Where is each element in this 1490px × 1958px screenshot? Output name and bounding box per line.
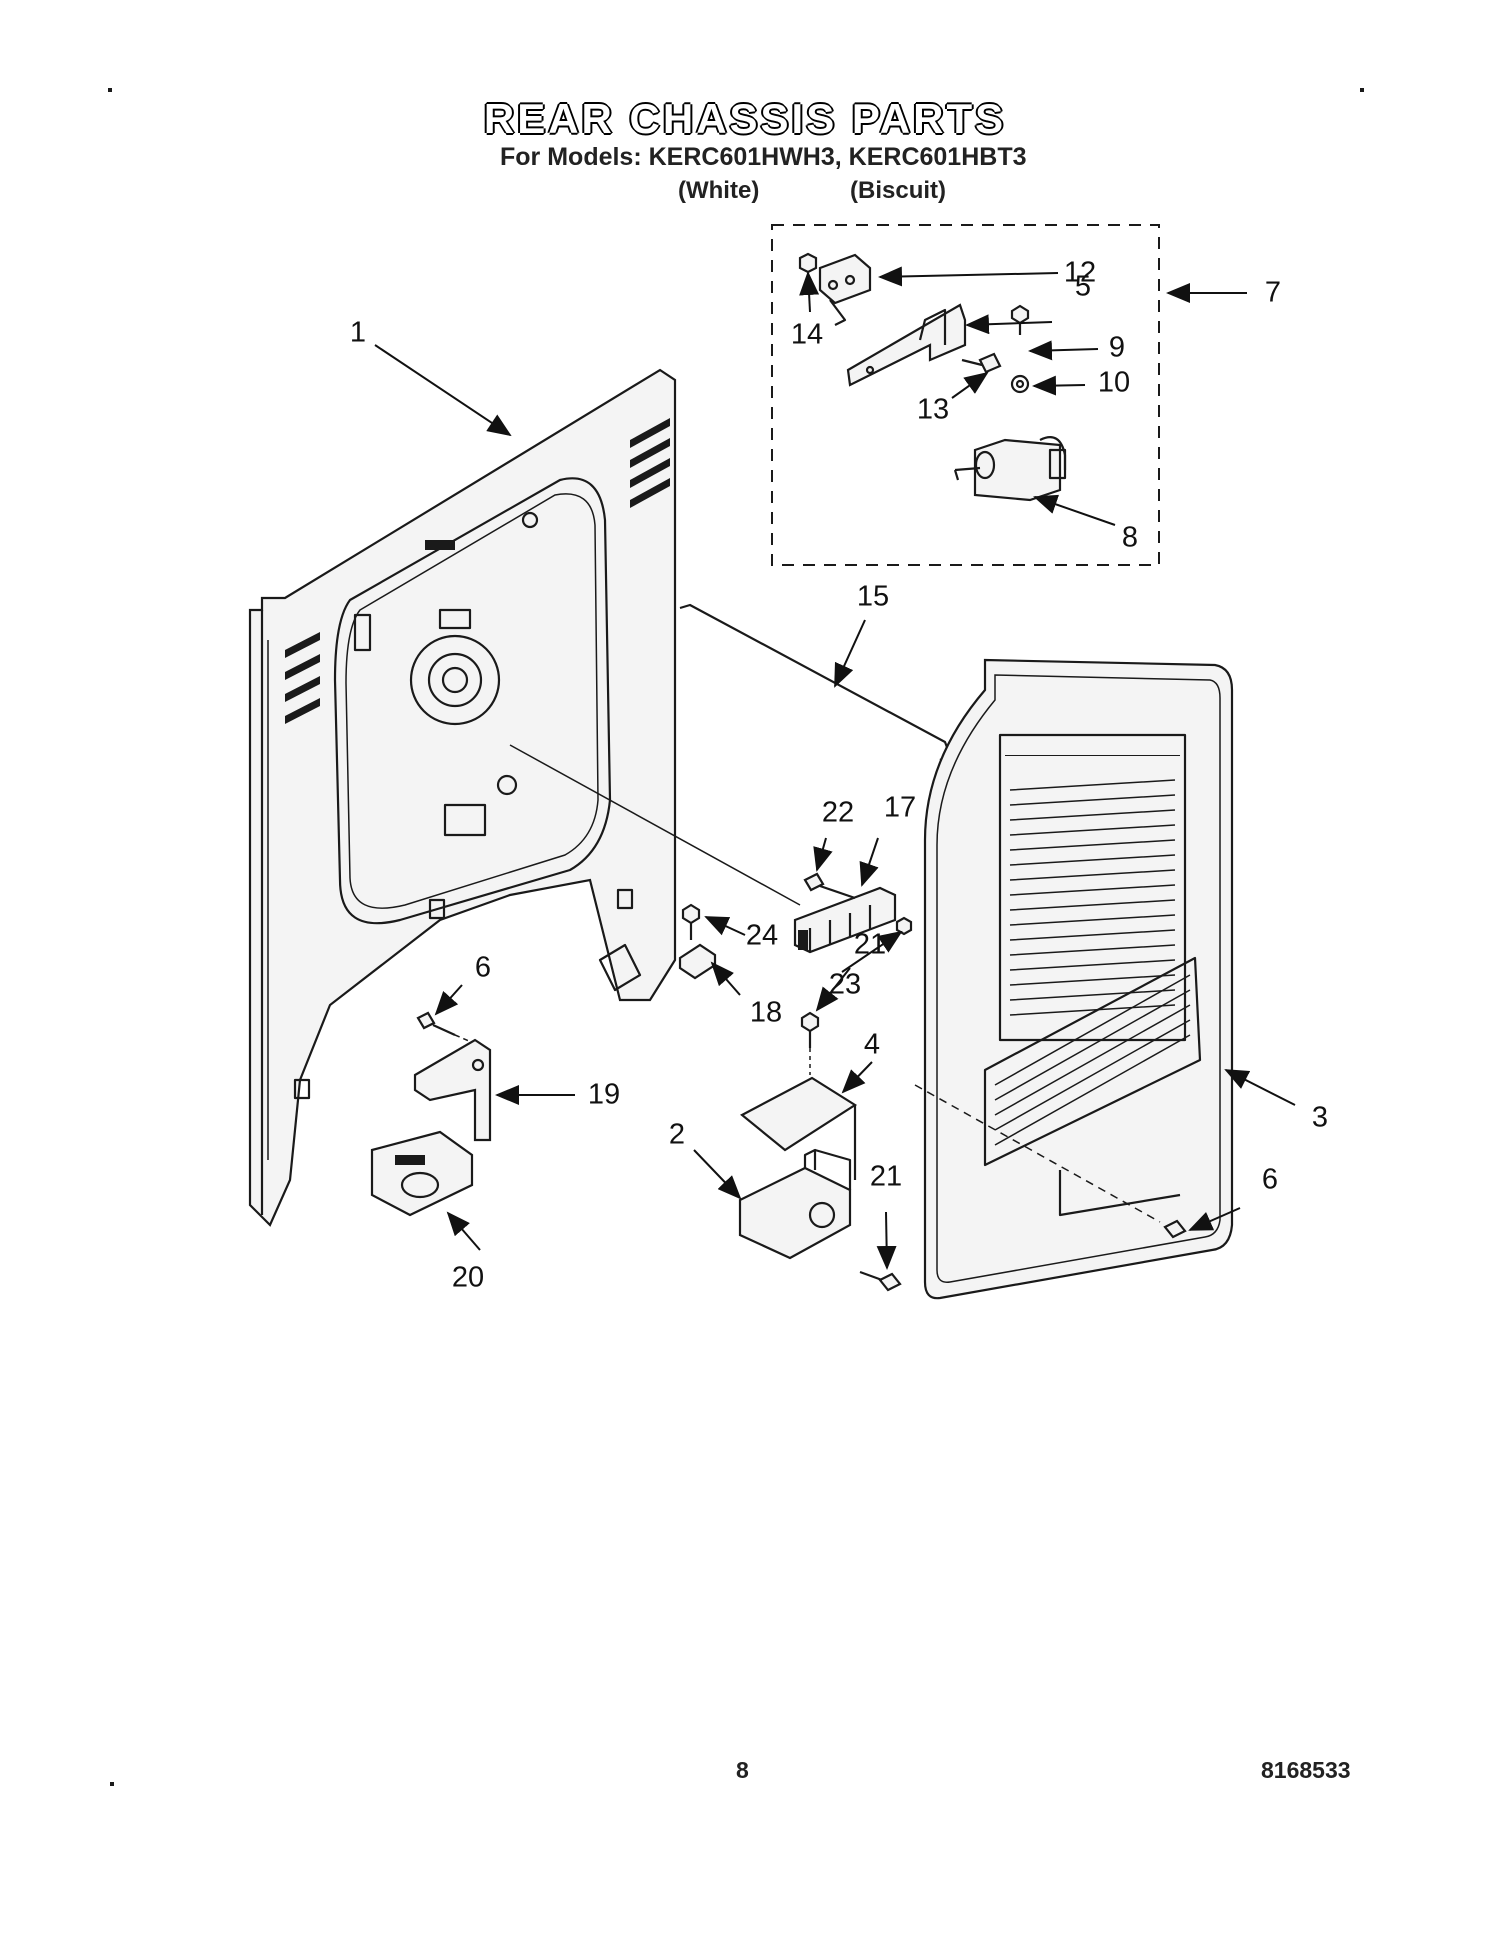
- part-15-rod: [679, 603, 952, 761]
- part-12-switch: [818, 253, 872, 326]
- callout-6-left: 6: [474, 951, 492, 984]
- part-14-nut: [798, 252, 818, 274]
- part-21-screw-lower: [859, 1270, 902, 1292]
- assembly-7-box: [771, 224, 1160, 566]
- part-9-screw: [1010, 304, 1030, 335]
- part-6-screw-right: [914, 1084, 1187, 1239]
- part-18-clip: [678, 943, 717, 980]
- callout-22: 22: [821, 796, 855, 829]
- callout-21-lower: 21: [869, 1160, 903, 1193]
- callout-10: 10: [1097, 366, 1131, 399]
- scan-specks: [108, 88, 1364, 1786]
- models-line: For Models: KERC601HWH3, KERC601HBT3: [500, 143, 1027, 171]
- callout-1: 1: [349, 316, 367, 349]
- part-24-screw: [681, 903, 701, 940]
- color-white-label: (White): [678, 177, 760, 204]
- callout-9: 9: [1108, 331, 1126, 364]
- part-1-rear-panel: [248, 368, 801, 1227]
- callout-20: 20: [451, 1261, 485, 1294]
- page-title: REAR CHASSIS PARTS: [483, 95, 1007, 142]
- part-2-box-bracket: [738, 1148, 852, 1260]
- callout-24: 24: [745, 919, 779, 952]
- part-23-nut: [895, 916, 913, 936]
- document-number: 8168533: [1261, 1757, 1351, 1783]
- callout-14: 14: [790, 318, 824, 351]
- color-biscuit-label: (Biscuit): [850, 177, 946, 204]
- part-13-screw: [961, 352, 1002, 374]
- part-21-screw-upper: [800, 1011, 820, 1075]
- callout-6-right: 6: [1261, 1163, 1279, 1196]
- callout-13: 13: [916, 393, 950, 426]
- part-3-back-cover: [923, 658, 1234, 1300]
- callout-17: 17: [883, 791, 917, 824]
- callout-23: 23: [828, 968, 862, 1001]
- part-22-screw: [803, 872, 856, 900]
- part-5-bracket: [846, 303, 967, 387]
- part-10-washer: [1010, 374, 1030, 394]
- callout-8: 8: [1121, 521, 1139, 554]
- part-20-cover: [370, 1130, 474, 1217]
- vent-grille-lower: [994, 974, 1191, 1146]
- callout-4: 4: [863, 1028, 881, 1061]
- callout-3: 3: [1311, 1101, 1329, 1134]
- page-number: 8: [736, 1757, 749, 1783]
- callout-5: 5: [1074, 270, 1092, 303]
- callout-12: 12: [1063, 256, 1097, 289]
- part-8-solenoid: [953, 436, 1067, 502]
- callout-19: 19: [587, 1078, 621, 1111]
- part-4-plate: [740, 1076, 858, 1180]
- vent-grille-upper: [1009, 779, 1176, 1016]
- callout-21-upper: 21: [853, 928, 887, 961]
- part-19-bracket: [413, 1038, 492, 1142]
- part-17-terminal-block: [793, 886, 897, 954]
- callout-2: 2: [668, 1118, 686, 1151]
- leader-lines: [374, 266, 1296, 1270]
- callout-18: 18: [749, 996, 783, 1029]
- callout-7: 7: [1264, 276, 1282, 309]
- callout-15: 15: [856, 580, 890, 613]
